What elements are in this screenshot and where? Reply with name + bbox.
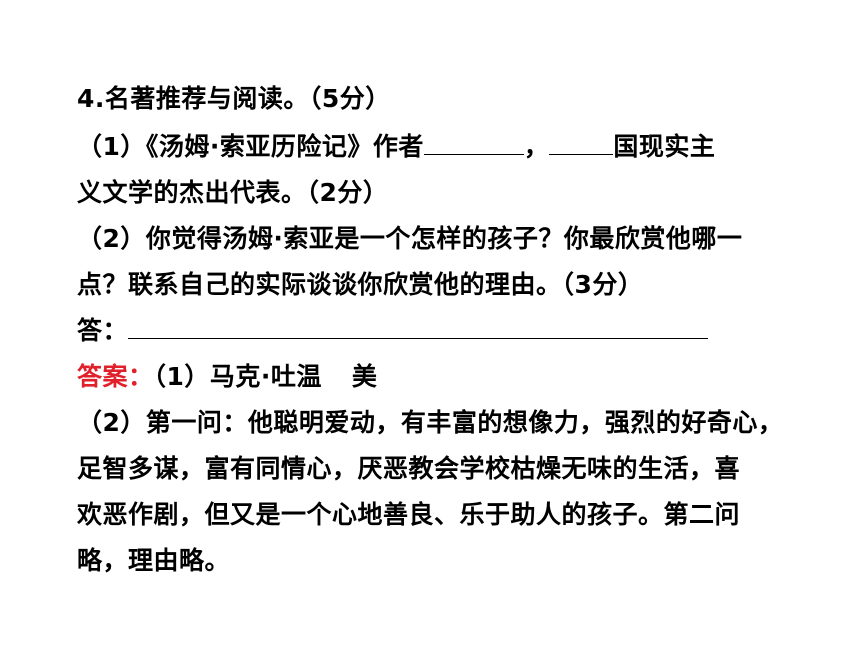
- question-part1-line2: 义文学的杰出代表。（2分）: [77, 170, 817, 216]
- question-part2-text-b: 点？联系自己的实际谈谈你欣赏他的理由。（3分）: [77, 270, 644, 299]
- answer-prefix: 答：: [77, 316, 129, 345]
- question-part2-text-a: （2）你觉得汤姆·索亚是一个怎样的孩子？你最欣赏他哪一: [77, 224, 743, 253]
- question-block: 4.名著推荐与阅读。（5分） （1）《汤姆·索亚历险记》作者 ， 国现实主 义文学的…: [77, 76, 817, 584]
- answer-key-part2-text: （2）第一问：他聪明爱动，有丰富的想像力，强烈的好奇心，: [77, 408, 784, 437]
- answer-key-part2-line2: 足智多谋，富有同情心，厌恶教会学校枯燥无味的生活，喜: [77, 446, 817, 492]
- question-part1-text-a: （1）《汤姆·索亚历险记》作者: [77, 132, 424, 161]
- answer-key-part2-text: 欢恶作剧，但又是一个心地善良、乐于助人的孩子。第二问: [77, 500, 741, 529]
- question-part1-text-c: 义文学的杰出代表。（2分）: [77, 178, 389, 207]
- answer-key-part2-text: 足智多谋，富有同情心，厌恶教会学校枯燥无味的生活，喜: [77, 454, 741, 483]
- question-title: 4.名著推荐与阅读。（5分）: [77, 76, 817, 122]
- question-title-text: 4.名著推荐与阅读。（5分）: [77, 84, 391, 113]
- question-part2-line1: （2）你觉得汤姆·索亚是一个怎样的孩子？你最欣赏他哪一: [77, 216, 817, 262]
- answer-key-part1-a: （1）马克·吐温: [153, 362, 322, 391]
- answer-key-part2-text: 略，理由略。: [77, 546, 231, 575]
- author-blank: [423, 132, 524, 155]
- answer-key-part1-b: 美: [351, 362, 378, 391]
- answer-blank: [128, 316, 709, 339]
- answer-key-line1: 答案：（1）马克·吐温美: [77, 354, 817, 400]
- answer-key-part2-line4: 略，理由略。: [77, 538, 817, 584]
- answer-key-label: 答案：: [77, 362, 154, 391]
- question-part1-line1: （1）《汤姆·索亚历险记》作者 ， 国现实主: [77, 124, 817, 170]
- answer-key-part2-line3: 欢恶作剧，但又是一个心地善良、乐于助人的孩子。第二问: [77, 492, 817, 538]
- question-part1-separator: ，: [523, 132, 550, 161]
- country-blank: [549, 132, 614, 155]
- question-part1-text-b: 国现实主: [613, 132, 716, 161]
- answer-line: 答：: [77, 308, 817, 354]
- answer-key-part2-line1: （2）第一问：他聪明爱动，有丰富的想像力，强烈的好奇心，: [77, 400, 817, 446]
- question-part2-line2: 点？联系自己的实际谈谈你欣赏他的理由。（3分）: [77, 262, 817, 308]
